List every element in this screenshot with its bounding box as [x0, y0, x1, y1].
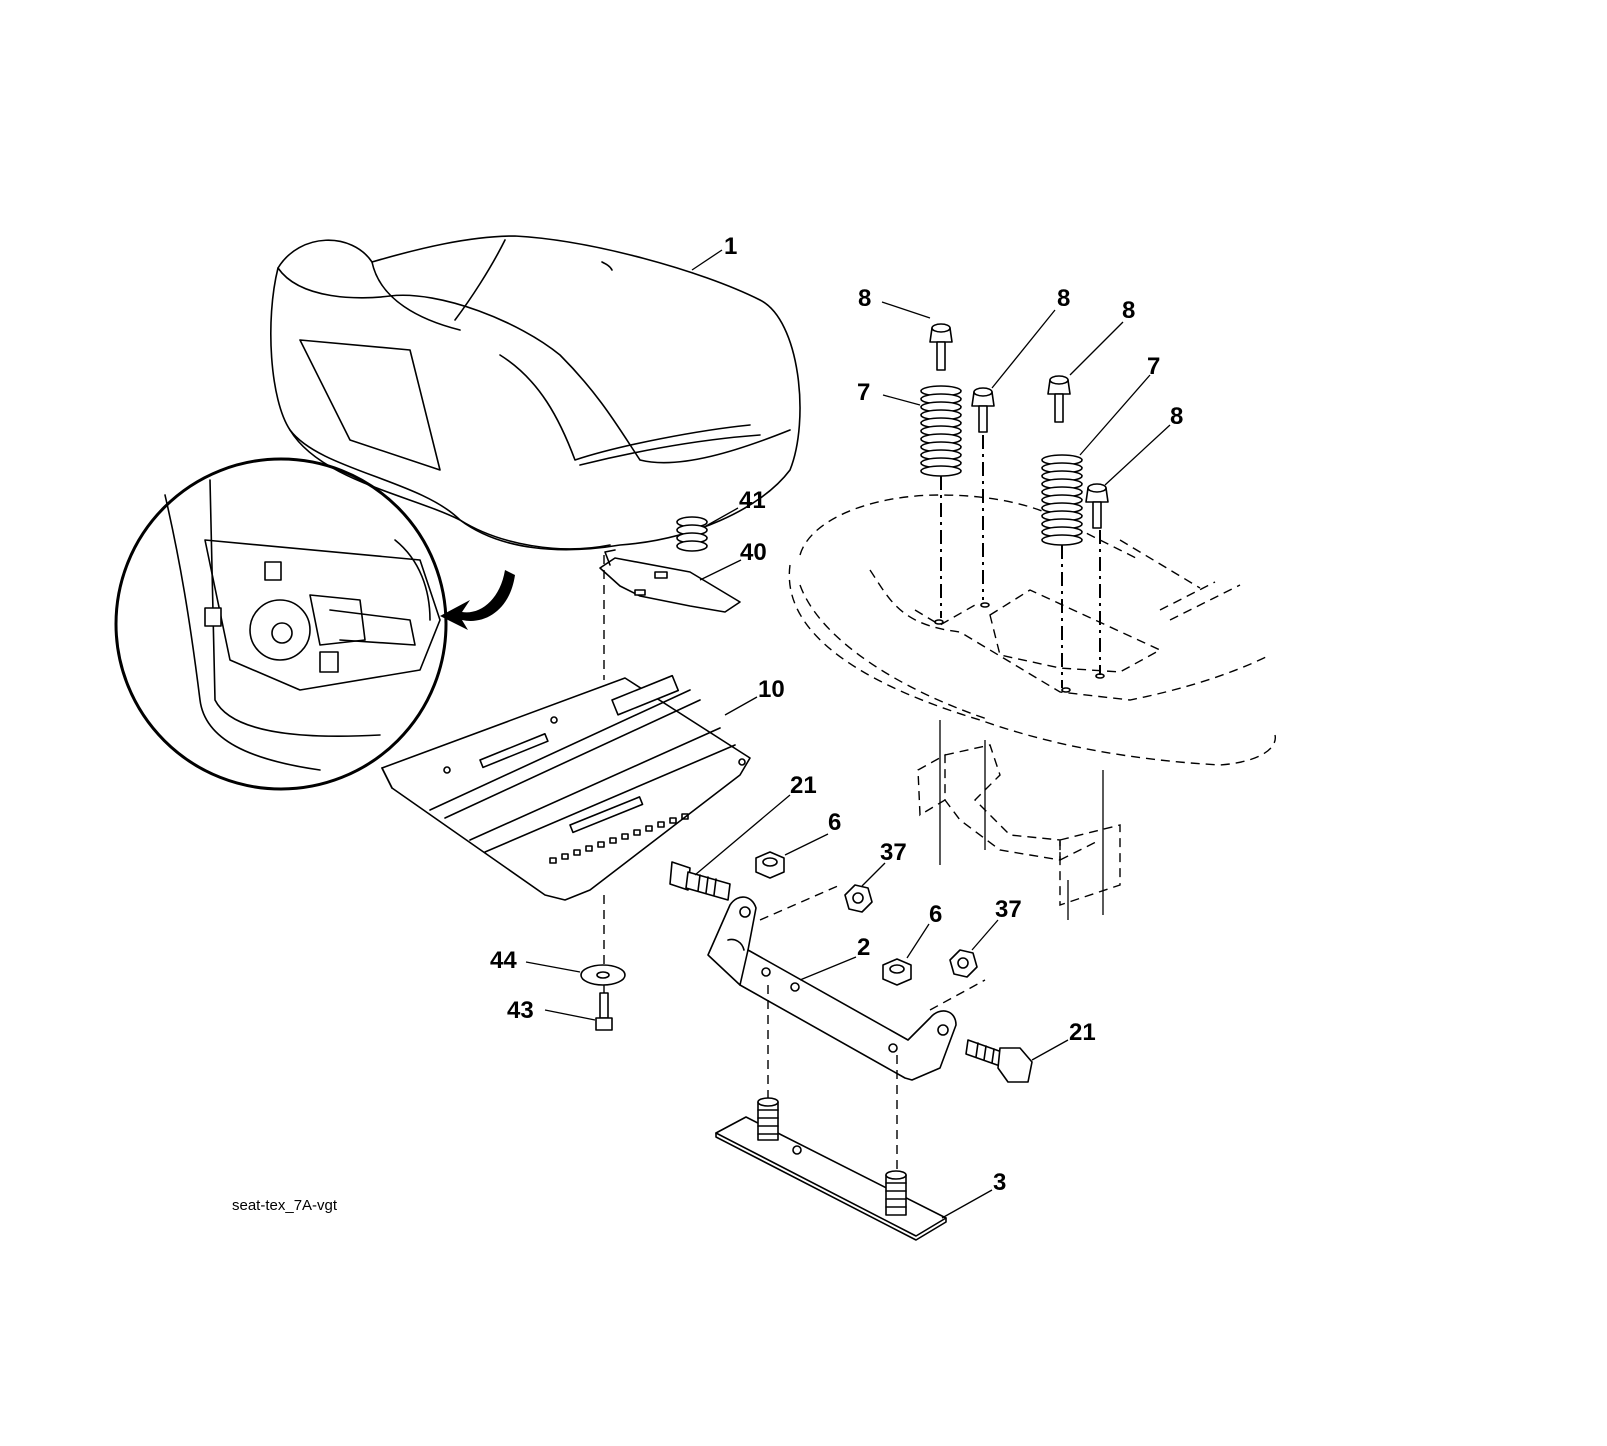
callout-10: 10: [758, 676, 785, 703]
callout-21-a: 21: [790, 772, 817, 799]
bolt-21-left: [669, 861, 731, 901]
callout-2: 2: [857, 934, 870, 961]
seat: [270, 235, 801, 551]
callout-8-a: 8: [858, 285, 871, 312]
nut-37-upper: [844, 884, 873, 913]
callout-7-b: 7: [1147, 353, 1160, 380]
bolt-43: [595, 992, 613, 1031]
leader-lines: [525, 249, 1171, 1219]
callout-8-d: 8: [1170, 403, 1183, 430]
bolt-8-b: [971, 387, 995, 433]
callout-7-a: 7: [857, 379, 870, 406]
callout-40: 40: [740, 539, 767, 566]
callout-3: 3: [993, 1169, 1006, 1196]
bolt-21-right: [965, 1039, 1033, 1083]
callout-37-a: 37: [880, 839, 907, 866]
stud-plate-3: [715, 1097, 947, 1241]
callout-37-b: 37: [995, 896, 1022, 923]
callout-43: 43: [507, 997, 534, 1024]
callout-6-b: 6: [929, 901, 942, 928]
drawing-code: seat-tex_7A-vgt: [232, 1197, 338, 1214]
seat-pan-10: [381, 674, 751, 901]
callout-6-a: 6: [828, 809, 841, 836]
spring-41: [676, 516, 708, 552]
nut-6-upper: [755, 851, 785, 879]
bolt-8-c: [1047, 375, 1071, 423]
washer-44: [580, 964, 626, 986]
spring-7-right: [1041, 454, 1083, 546]
nut-6-lower: [882, 958, 912, 986]
latch-plate-40: [599, 549, 741, 613]
spring-7-left: [920, 385, 962, 477]
callout-21-b: 21: [1069, 1019, 1096, 1046]
bolt-8-d: [1085, 483, 1109, 529]
nut-37-lower: [949, 949, 978, 978]
callout-1: 1: [724, 233, 737, 260]
detail-view: [114, 457, 515, 791]
callout-44: 44: [490, 947, 517, 974]
bolt-8-a: [929, 323, 953, 371]
callout-8-b: 8: [1057, 285, 1070, 312]
callout-8-c: 8: [1122, 297, 1135, 324]
bracket-2: [707, 896, 957, 1081]
fender-outline: [788, 494, 1276, 766]
frame-bracket: [917, 720, 1121, 920]
callout-41: 41: [739, 487, 766, 514]
